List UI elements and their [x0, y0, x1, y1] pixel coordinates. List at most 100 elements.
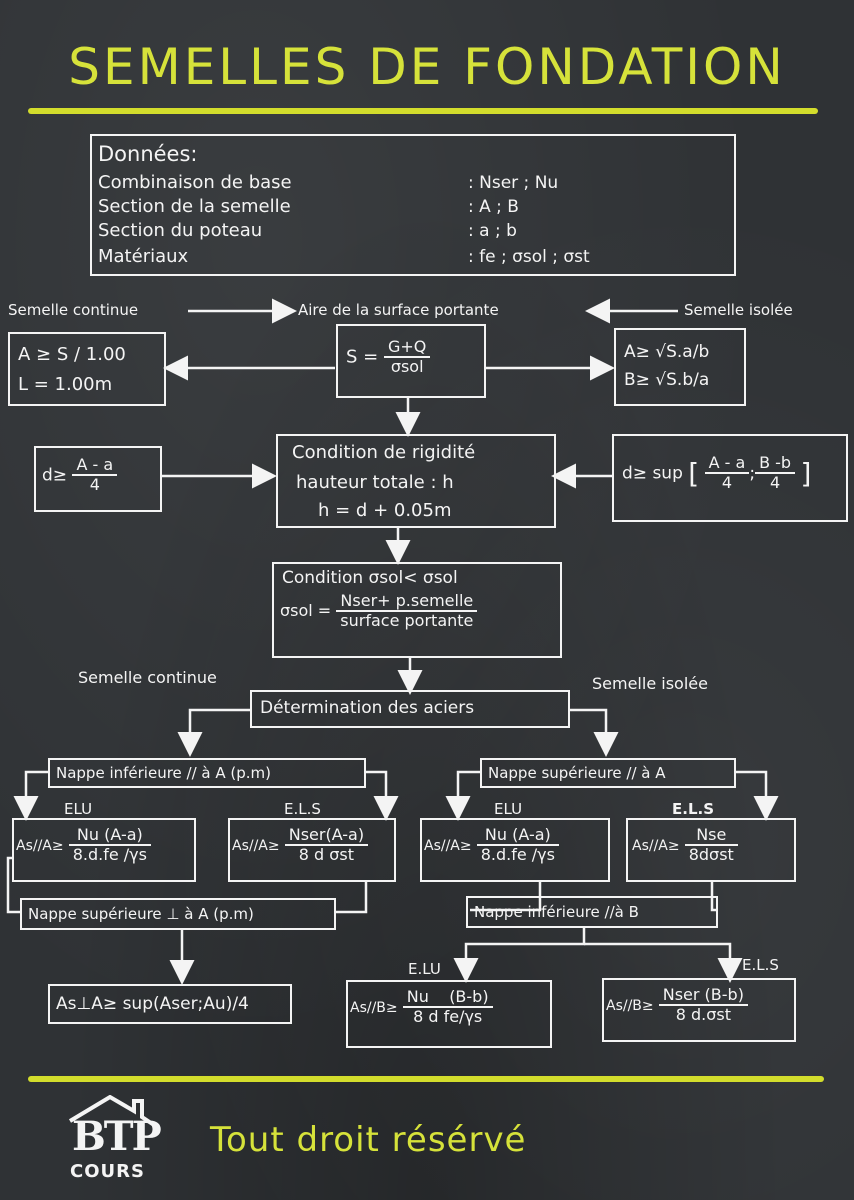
- label-semelle-isolee-2: Semelle isolée: [592, 674, 708, 693]
- right-elu2-label: E.LU: [408, 960, 441, 978]
- left-nappe-sup-box: Nappe supérieure ⊥ à A (p.m): [20, 898, 336, 930]
- condition-sol-box: Condition σsol< σsol σsol = Nser+ p.seme…: [272, 562, 562, 658]
- donnees-row-value: : a ; b: [468, 221, 517, 241]
- left-nappe-inf-label: Nappe inférieure // à A (p.m): [56, 764, 272, 782]
- aire-fraction: G+Q σsol: [383, 337, 431, 377]
- right-els-box: As//A≥ Nse 8dσst: [626, 818, 796, 882]
- label-semelle-continue-2: Semelle continue: [78, 668, 217, 687]
- right-b-elu-num: Nu (B-b): [402, 987, 493, 1009]
- left-elu-box: As//A≥ Nu (A-a) 8.d.fe /γs: [12, 818, 196, 882]
- left-elu-formula: As//A≥ Nu (A-a) 8.d.fe /γs: [16, 825, 151, 865]
- d-left-box: d≥ A - a 4: [34, 446, 162, 512]
- determination-box: Détermination des aciers: [250, 690, 570, 728]
- left-els-formula: As//A≥ Nser(A-a) 8 d σst: [232, 825, 369, 865]
- left-elu-den: 8.d.fe /γs: [72, 845, 147, 865]
- d-left-lhs: d≥: [42, 465, 68, 486]
- isolee-box: A≥ √S.a/b B≥ √S.b/a: [614, 328, 746, 406]
- left-elu-lhs: As//A≥: [16, 837, 64, 854]
- d-right-formula: d≥ sup [ A - a 4 ; B -b 4 ]: [622, 453, 812, 493]
- right-b-els-den: 8 d.σst: [675, 1005, 731, 1025]
- condition-sol-num: Nser+ p.semelle: [336, 591, 478, 613]
- house-roof-icon: [68, 1094, 156, 1127]
- donnees-heading: Données:: [98, 142, 198, 166]
- page-title: SEMELLES DE FONDATION: [68, 38, 786, 96]
- d-right-fraction-b: B -b 4: [755, 453, 796, 493]
- d-left-num: A - a: [72, 455, 118, 477]
- left-els-num: Nser(A-a): [284, 825, 369, 847]
- donnees-row-label: Section du poteau: [98, 220, 263, 241]
- right-els-num: Nse: [684, 825, 738, 847]
- right-elu-formula: As//A≥ Nu (A-a) 8.d.fe /γs: [424, 825, 559, 865]
- label-aire-surface: Aire de la surface portante: [298, 301, 499, 319]
- condition-sol-lhs: σsol =: [280, 600, 332, 620]
- label-semelle-continue: Semelle continue: [8, 301, 139, 319]
- left-els-box: As//A≥ Nser(A-a) 8 d σst: [228, 818, 396, 882]
- isolee-line2: B≥ √S.b/a: [624, 370, 710, 390]
- right-elu-lhs: As//A≥: [424, 837, 472, 854]
- donnees-row-value: : fe ; σsol ; σst: [468, 247, 590, 267]
- condition-sol-line1: Condition σsol< σsol: [282, 568, 458, 588]
- d-left-den: 4: [89, 475, 100, 495]
- donnees-box: Données: Combinaison de base : Nser ; Nu…: [90, 134, 736, 276]
- right-b-els-num: Nser (B-b): [658, 985, 748, 1007]
- logo-cours-text: COURS: [70, 1161, 145, 1182]
- d-right-num-a: A - a: [704, 453, 750, 475]
- right-b-elu-box: As//B≥ Nu (B-b) 8 d fe/γs: [346, 980, 552, 1048]
- donnees-row-label: Combinaison de base: [98, 172, 292, 193]
- rigidite-line3: h = d + 0.05m: [318, 500, 452, 521]
- right-nappe-sup-box: Nappe supérieure // à A: [480, 758, 736, 788]
- left-perp-box: As⊥A≥ sup(Aser;Au)/4: [48, 984, 292, 1024]
- left-elu-fraction: Nu (A-a) 8.d.fe /γs: [68, 825, 151, 865]
- right-elu-box: As//A≥ Nu (A-a) 8.d.fe /γs: [420, 818, 610, 882]
- left-els-lhs: As//A≥: [232, 837, 280, 854]
- right-els-fraction: Nse 8dσst: [684, 825, 738, 865]
- right-b-els-box: As//B≥ Nser (B-b) 8 d.σst: [602, 978, 796, 1042]
- right-b-els-lhs: As//B≥: [606, 997, 654, 1014]
- d-right-den-b: 4: [769, 473, 781, 493]
- rigidite-line1: Condition de rigidité: [292, 442, 476, 463]
- right-nappe-inf-label: Nappe inférieure //à B: [474, 903, 639, 921]
- footer-copyright: Tout droit résérvé: [210, 1120, 527, 1160]
- btp-cours-logo: BTP COURS: [62, 1094, 172, 1185]
- right-b-els-formula: As//B≥ Nser (B-b) 8 d.σst: [606, 985, 748, 1025]
- aire-den: σsol: [390, 357, 424, 377]
- logo-btp-text: BTP: [72, 1113, 162, 1160]
- right-els-label: E.L.S: [672, 800, 715, 818]
- condition-sol-den: surface portante: [340, 611, 474, 631]
- aire-formula: S = G+Q σsol: [346, 337, 431, 377]
- condition-sol-formula: σsol = Nser+ p.semelle surface portante: [280, 591, 478, 631]
- donnees-row-label: Section de la semelle: [98, 196, 291, 217]
- right-elu-den: 8.d.fe /γs: [480, 845, 555, 865]
- title-underline: [28, 108, 818, 114]
- aire-lhs: S =: [346, 346, 379, 368]
- donnees-row-label: Matériaux: [98, 246, 189, 267]
- footer-underline: [28, 1076, 824, 1082]
- d-left-fraction: A - a 4: [72, 455, 118, 495]
- d-right-box: d≥ sup [ A - a 4 ; B -b 4 ]: [612, 434, 848, 522]
- d-right-den-a: 4: [721, 473, 733, 493]
- rigidite-line2: hauteur totale : h: [296, 472, 454, 493]
- right-b-elu-formula: As//B≥ Nu (B-b) 8 d fe/γs: [350, 987, 493, 1027]
- d-right-num-b: B -b: [755, 453, 796, 475]
- isolee-line1: A≥ √S.a/b: [624, 342, 710, 362]
- right-b-elu-fraction: Nu (B-b) 8 d fe/γs: [402, 987, 493, 1027]
- aire-num: G+Q: [383, 337, 431, 359]
- right-elu-num: Nu (A-a): [476, 825, 559, 847]
- left-els-den: 8 d σst: [298, 845, 355, 865]
- right-els-den: 8dσst: [688, 845, 734, 865]
- continue-box: A ≥ S / 1.00 L = 1.00m: [8, 332, 166, 406]
- determination-label: Détermination des aciers: [260, 698, 475, 718]
- donnees-row-value: : A ; B: [468, 197, 519, 217]
- continue-line1: A ≥ S / 1.00: [18, 344, 126, 365]
- aire-box: S = G+Q σsol: [336, 324, 486, 398]
- rigidite-box: Condition de rigidité hauteur totale : h…: [276, 434, 556, 528]
- left-els-fraction: Nser(A-a) 8 d σst: [284, 825, 369, 865]
- right-nappe-inf-box: Nappe inférieure //à B: [466, 896, 718, 928]
- d-left-formula: d≥ A - a 4: [42, 455, 118, 495]
- label-semelle-isolee: Semelle isolée: [684, 301, 793, 319]
- d-right-lhs: d≥ sup: [622, 463, 683, 484]
- left-perp-formula: As⊥A≥ sup(Aser;Au)/4: [56, 994, 249, 1014]
- right-b-elu-den: 8 d fe/γs: [413, 1007, 483, 1027]
- left-elu-label: ELU: [64, 800, 93, 818]
